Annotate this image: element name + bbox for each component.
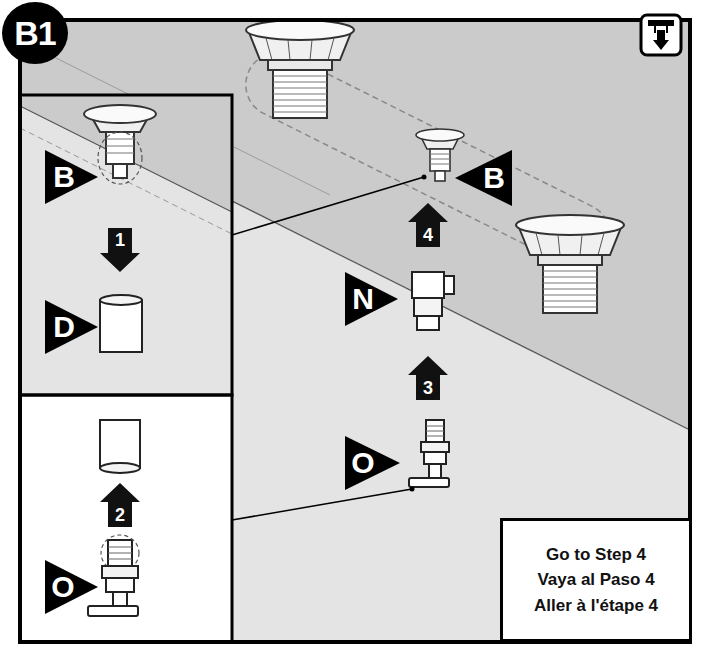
inset-panel xyxy=(20,95,232,395)
part-letter: B xyxy=(483,163,505,193)
callout-triangle xyxy=(45,300,98,354)
step-arrow xyxy=(100,483,140,527)
callout-number: 4 xyxy=(423,226,433,244)
step-arrow xyxy=(408,203,448,247)
mount-icon xyxy=(641,15,681,55)
wall-surface xyxy=(20,95,690,642)
part-letter: O xyxy=(51,572,74,602)
elbow-part xyxy=(412,272,454,330)
part-letter: O xyxy=(351,448,374,478)
leader-line xyxy=(232,177,424,235)
leader-line xyxy=(232,489,412,520)
small-fitting xyxy=(416,129,464,181)
callout-triangle xyxy=(45,560,98,614)
step-arrow xyxy=(408,356,448,400)
step-number: B1 xyxy=(14,16,55,50)
leader-dot xyxy=(410,487,415,492)
note-box: Go to Step 4Vaya al Paso 4Aller à l'étap… xyxy=(500,518,692,642)
callout-number: 3 xyxy=(423,379,433,397)
instruction-text: Aller à l'étape 4 xyxy=(534,593,658,619)
callout-number: 2 xyxy=(115,506,125,524)
body-fitting xyxy=(516,215,624,313)
callout-triangle xyxy=(45,150,98,204)
callout-triangle xyxy=(455,150,512,206)
part-letter: B xyxy=(53,162,75,192)
inset-border xyxy=(20,395,232,642)
instruction-text: Vaya al Paso 4 xyxy=(537,567,654,593)
surface-edge xyxy=(20,95,690,430)
part-letter: D xyxy=(53,312,75,342)
instruction-text: Go to Step 4 xyxy=(546,542,646,568)
valve-part xyxy=(88,535,139,616)
valve-part xyxy=(409,420,449,487)
frame-border xyxy=(20,20,690,642)
small-fitting xyxy=(84,105,156,184)
cap-part xyxy=(100,420,140,473)
callout-number: 1 xyxy=(115,231,125,249)
leader-dot xyxy=(422,175,427,180)
callout-triangle xyxy=(345,436,400,490)
dashed-outline xyxy=(235,42,621,278)
step-badge: B1 xyxy=(2,2,68,64)
body-fitting xyxy=(246,20,354,118)
callout-triangle xyxy=(345,272,398,326)
cap-part xyxy=(100,295,142,352)
inset-border xyxy=(20,95,232,395)
inset-panel xyxy=(20,395,232,642)
part-letter: N xyxy=(352,284,374,314)
step-arrow xyxy=(100,228,140,272)
